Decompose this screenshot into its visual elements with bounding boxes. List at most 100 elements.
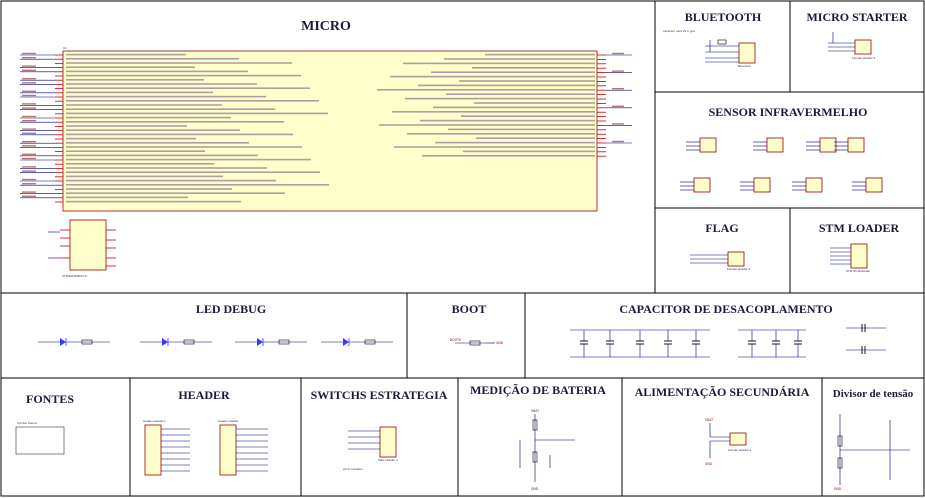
- mcu-net-label: [22, 145, 36, 147]
- mcu-net-label: [22, 132, 36, 134]
- mcu-power-block[interactable]: STM32F405RGT6: [48, 219, 116, 278]
- mcu-pin-label: [390, 75, 595, 78]
- bt-note: capacitor para 3V e gnd: [663, 29, 695, 33]
- mcu-pin-label: [66, 133, 293, 136]
- mcu-pin-label: [403, 62, 595, 65]
- mcu-pin-label: [66, 125, 187, 127]
- bat-r1: [532, 419, 538, 431]
- led-debug-group[interactable]: [38, 338, 393, 346]
- mcu-net-label: [22, 141, 36, 143]
- mcu-net-label: [22, 69, 36, 71]
- mcu-pin-label: [66, 121, 284, 123]
- sensor-headers[interactable]: [680, 137, 883, 193]
- flag-part: Female Header 3: [727, 267, 751, 271]
- alim-gnd: GND: [705, 462, 713, 466]
- div-r2: [837, 457, 843, 469]
- header-right-part: Header Header: [218, 419, 239, 423]
- mcu-pin-label: [66, 66, 195, 68]
- sensor-header-body: [693, 177, 711, 193]
- mcu-net-label: [22, 90, 36, 92]
- fontes-source[interactable]: Symbol Source: [15, 421, 65, 455]
- mcu-net-label: [22, 170, 36, 172]
- battery-measure[interactable]: VBAT GND: [519, 409, 575, 491]
- mcu-pin-label: [463, 150, 595, 153]
- mcu-power-body: [69, 219, 107, 271]
- stm-loader-part: STM Stm32loader: [846, 269, 870, 273]
- title-header: HEADER: [178, 388, 230, 402]
- sensor-header-body: [699, 137, 717, 153]
- mcu-net-label: [22, 120, 36, 122]
- mcu-symbol[interactable]: U1: [55, 46, 606, 212]
- led-icon: [162, 338, 168, 346]
- led-icon: [60, 338, 66, 346]
- mcu-pin-label: [444, 58, 595, 60]
- boot-gnd: GND: [496, 341, 504, 345]
- mcu-net-label: [22, 178, 36, 181]
- flag-body: [727, 251, 745, 267]
- mcu-pin-label: [66, 158, 311, 161]
- mcu-net-label: [612, 88, 624, 90]
- mcu-pin-label: [66, 112, 328, 115]
- mcu-pin-label: [66, 108, 275, 110]
- mcu-pin-label: [66, 146, 302, 148]
- mcu-pin-label: [66, 74, 301, 77]
- mcu-net-label: [22, 65, 36, 67]
- mcu-pin-label: [66, 100, 319, 102]
- mcu-net-label: [612, 140, 624, 143]
- title-bateria: MEDIÇÃO DE BATERIA: [470, 383, 606, 397]
- mcu-pin-label: [66, 91, 213, 94]
- mcu-pin-label: [394, 146, 595, 148]
- stm-loader-header[interactable]: STM Stm32loader: [830, 243, 870, 273]
- mcu-pin-label: [435, 141, 595, 144]
- mcu-pin-label: [66, 184, 329, 186]
- header-right[interactable]: Header Header: [218, 419, 268, 476]
- header-left[interactable]: Header Header-L: [143, 419, 190, 476]
- secondary-power[interactable]: Female Header 2 VBAT GND: [705, 418, 752, 466]
- flag-header[interactable]: Female Header 3: [690, 251, 751, 271]
- sensor-header-body: [805, 177, 823, 193]
- title-stm-loader: STM LOADER: [819, 221, 900, 235]
- decoupling-caps[interactable]: [570, 324, 886, 358]
- mcu-net-label: [22, 94, 36, 97]
- boot-circuit[interactable]: BOOT0 GND: [450, 338, 504, 346]
- mcu-right-text: [377, 53, 595, 157]
- mcu-pin-label: [66, 83, 257, 85]
- mcu-pin-label: [66, 154, 258, 157]
- mcu-pin-label: [431, 71, 595, 73]
- led-resistor: [81, 339, 93, 345]
- bluetooth-module[interactable]: Bluetooth capacitor para 3V e gnd: [663, 29, 756, 68]
- mcu-net-label: [612, 123, 624, 125]
- bt-capacitor: [717, 39, 727, 45]
- mcu-pin-label: [66, 58, 239, 60]
- alim-body: [729, 432, 747, 446]
- title-flag: FLAG: [705, 221, 738, 235]
- mcu-ref: U1: [63, 46, 67, 50]
- mcu-pin-label: [66, 62, 292, 64]
- mcu-net-label: [612, 105, 624, 107]
- title-sensor: SENSOR INFRAVERMELHO: [709, 105, 868, 119]
- title-alimentacao: ALIMENTAÇÃO SECUNDÁRIA: [635, 385, 810, 399]
- bat-gnd: GND: [531, 487, 539, 491]
- voltage-divider[interactable]: GND: [834, 414, 910, 491]
- mcu-net-label: [22, 107, 36, 109]
- mcu-pin-label: [66, 167, 267, 169]
- mcu-pin-label: [66, 192, 285, 194]
- mcu-right-pins: [597, 54, 606, 157]
- alim-vbat: VBAT: [705, 418, 713, 422]
- sensor-header-body: [753, 177, 771, 193]
- mcu-net-label: [22, 157, 36, 160]
- mcu-left-text: [66, 53, 329, 203]
- mcu-pin-label: [66, 95, 266, 98]
- mcu-net-label: [22, 103, 36, 105]
- div-gnd: GND: [834, 487, 842, 491]
- mcu-left-nets: [20, 52, 55, 199]
- title-switchs: SWITCHS ESTRATEGIA: [311, 388, 448, 402]
- switch-header[interactable]: Male Header 4 pinos trocados: [343, 426, 398, 471]
- mcu-pin-label: [392, 111, 595, 113]
- micro-starter-header[interactable]: Female Header 3: [828, 32, 876, 60]
- mcu-pin-label: [66, 87, 310, 89]
- mcu-net-label: [22, 115, 36, 118]
- title-fontes: FONTES: [26, 392, 74, 406]
